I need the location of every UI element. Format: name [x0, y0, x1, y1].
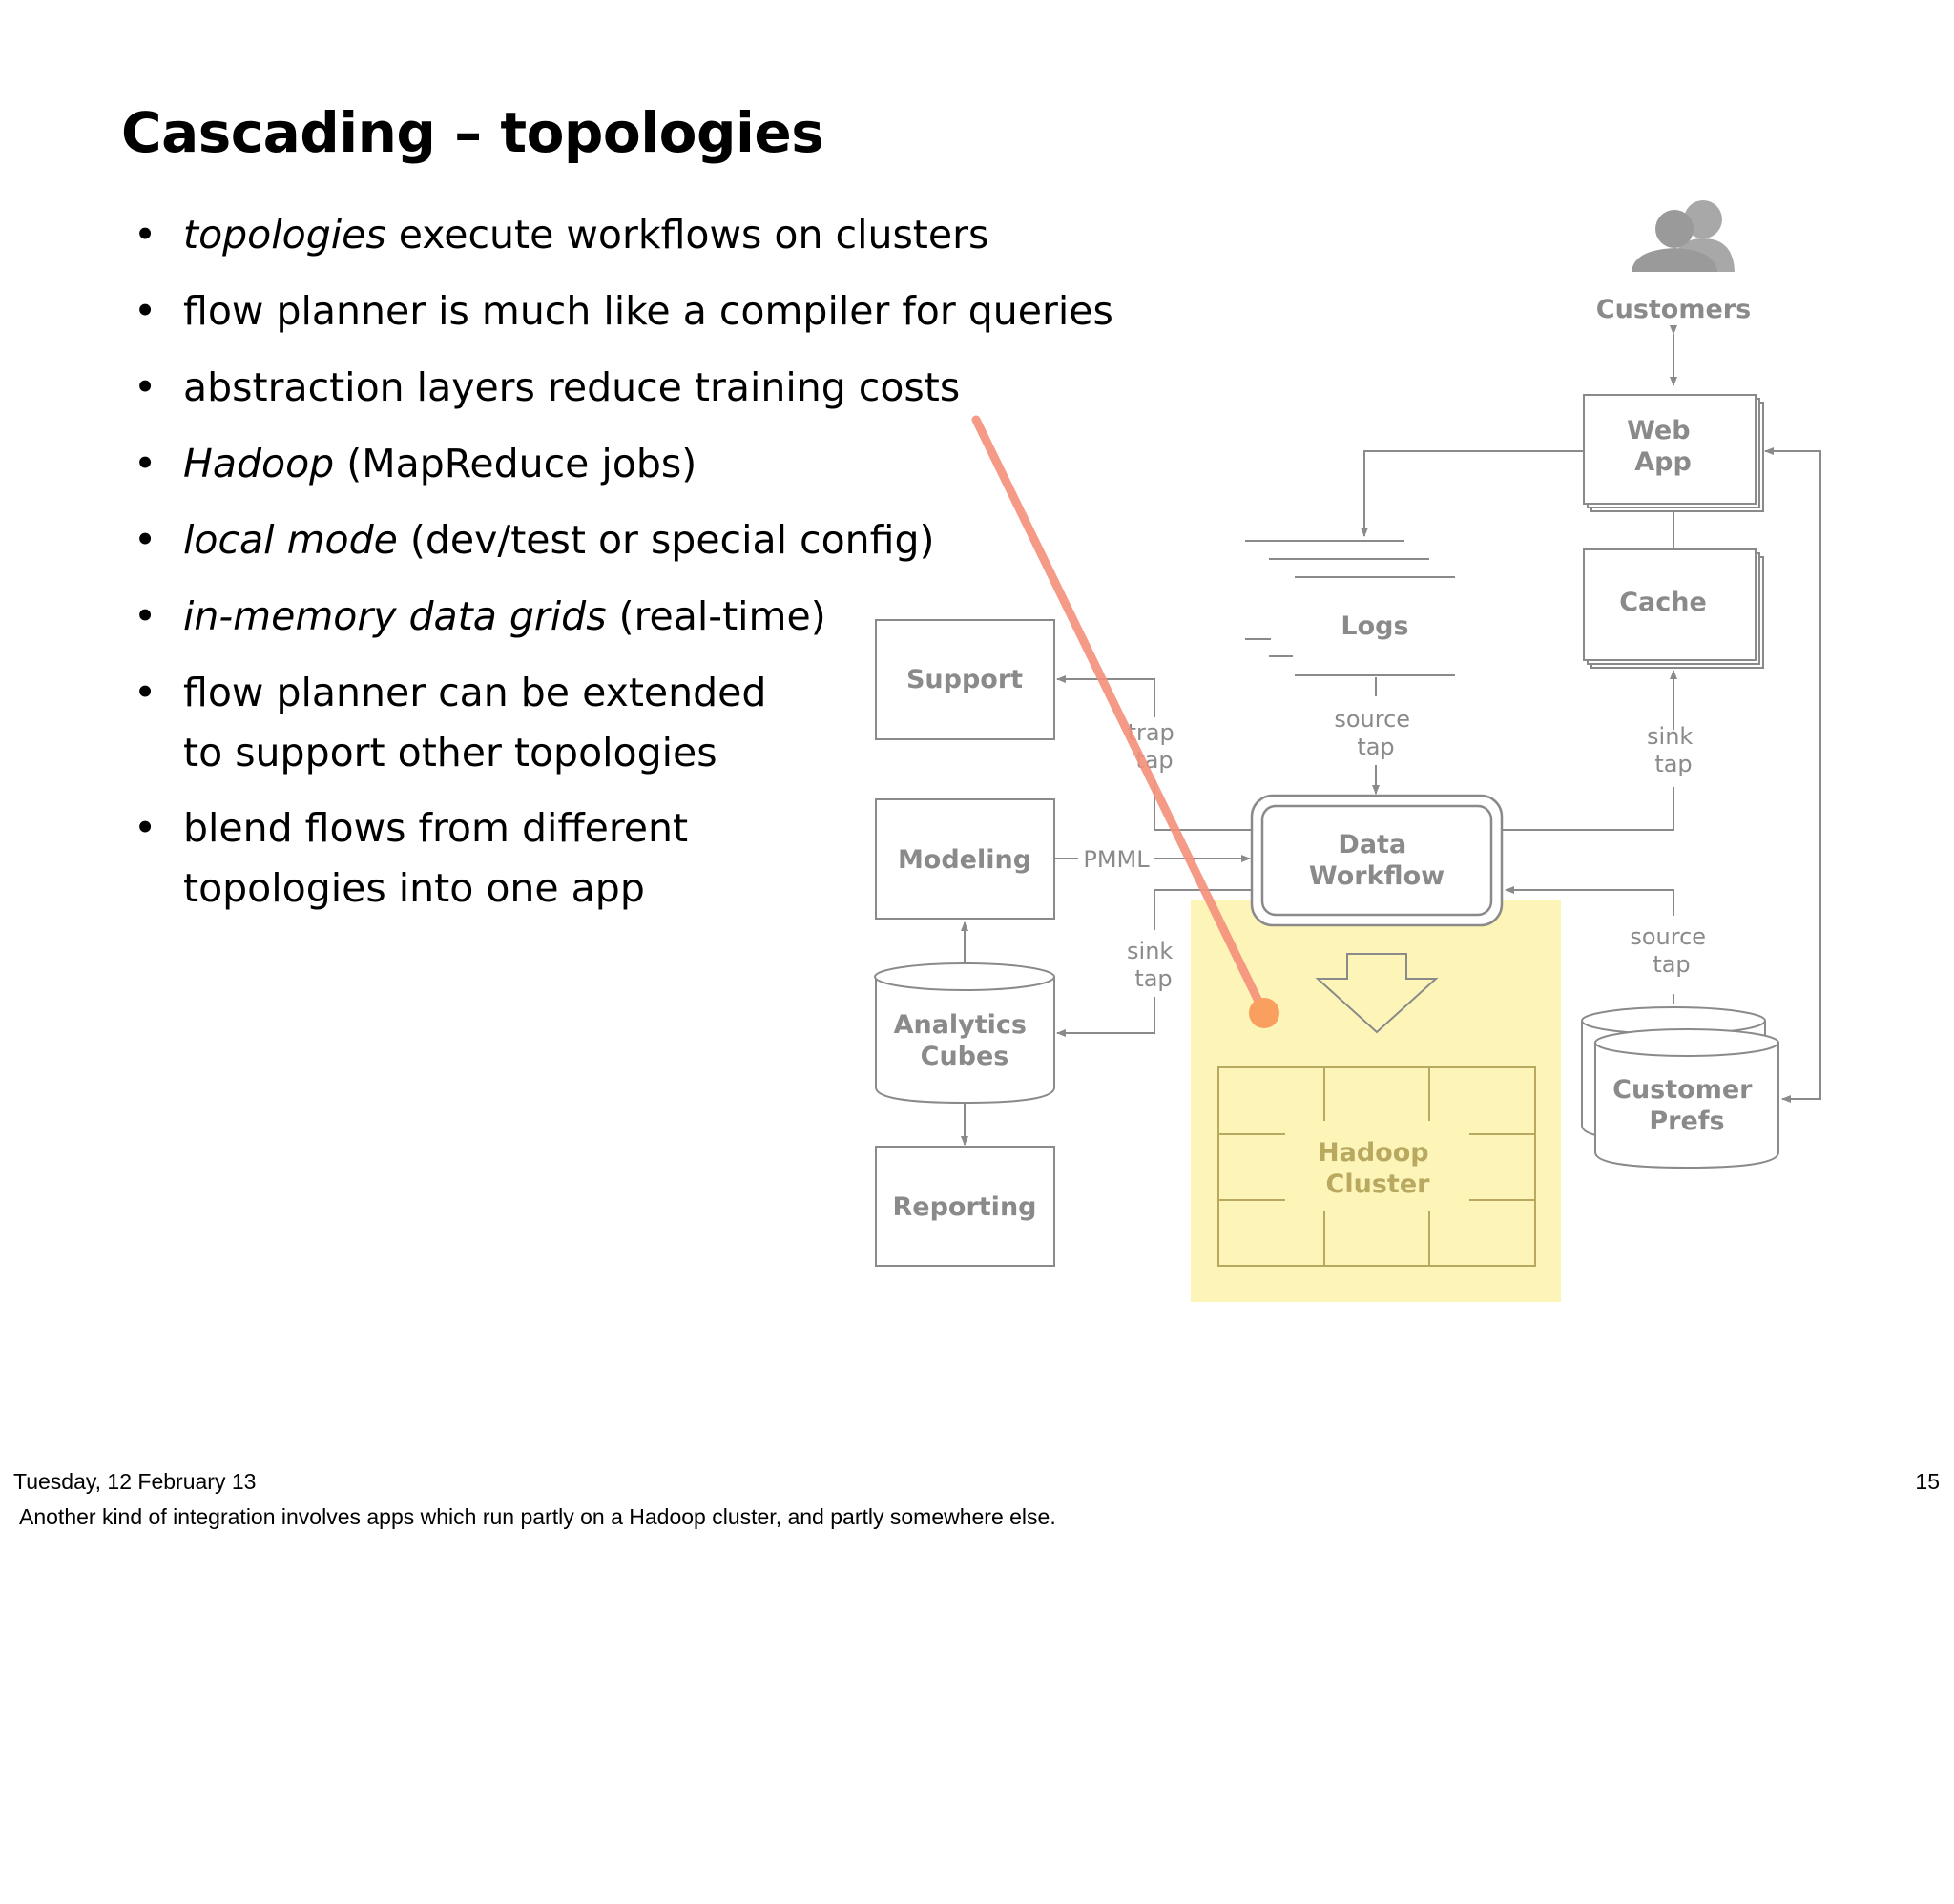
bullet-text: abstraction layers reduce training costs: [183, 364, 961, 410]
logs-store: [1245, 540, 1455, 676]
bullet-emphasis: Hadoop: [183, 441, 335, 486]
modeling-box: [875, 798, 1055, 920]
bullet-emphasis: in-memory data grids: [183, 593, 607, 639]
bullet-text: execute workflows on clusters: [385, 212, 989, 258]
bullet-text: (MapReduce jobs): [334, 441, 697, 486]
modeling-label: Modeling: [898, 845, 1031, 875]
source-tap-logs-label: source tap: [1334, 706, 1417, 760]
bullet-text: flow planner is much like a compiler for…: [183, 288, 1113, 334]
customer-prefs-line-2: Prefs: [1649, 1107, 1724, 1136]
source-tap-prefs-label: source tap: [1630, 923, 1713, 978]
cache-label: Cache: [1619, 588, 1707, 617]
bullet-text: to support other topologies: [183, 730, 717, 776]
support-box: [875, 619, 1055, 740]
page-number: 15: [1915, 1469, 1940, 1494]
reporting-box: [875, 1146, 1055, 1267]
web-app-box: [1583, 394, 1764, 512]
footer-date: Tuesday, 12 February 13: [13, 1469, 257, 1494]
bullet-text: (dev/test or special config): [397, 517, 935, 563]
web-app-line-2: App: [1634, 447, 1692, 477]
laser-pointer-trail: [971, 415, 1269, 1018]
sink-tap-cache-label: sink tap: [1647, 723, 1700, 777]
analytics-cubes-line-2: Cubes: [921, 1042, 1009, 1071]
customer-prefs-store: [1581, 1006, 1779, 1169]
slide-title: Cascading – topologies: [121, 100, 824, 165]
bullet-emphasis: topologies: [183, 212, 386, 258]
customer-prefs-line-1: Customer: [1612, 1075, 1753, 1105]
customer-prefs-label: Customer Prefs: [1612, 1075, 1761, 1136]
data-workflow-line-2: Workflow: [1309, 861, 1445, 891]
hadoop-cluster-line-1: Hadoop: [1318, 1138, 1429, 1168]
hadoop-highlight: [1191, 900, 1561, 1302]
analytics-cubes-label: Analytics Cubes: [894, 1010, 1036, 1071]
customers-label: Customers: [1596, 295, 1751, 324]
bullet-text: topologies into one app: [183, 865, 645, 911]
customers-icon: [1632, 200, 1735, 272]
analytics-cubes-store: [874, 962, 1055, 1105]
bullet-text: blend flows from different: [183, 805, 689, 851]
down-arrow-icon: [1315, 953, 1439, 1034]
laser-pointer-dot: [1249, 998, 1279, 1028]
reporting-label: Reporting: [892, 1192, 1036, 1222]
hadoop-cluster-line-2: Cluster: [1326, 1169, 1431, 1199]
sink-tap-analytics-label: sink tap: [1127, 938, 1180, 992]
support-label: Support: [906, 665, 1023, 694]
bullet-text: flow planner can be extended: [183, 670, 767, 715]
data-workflow-line-1: Data: [1338, 830, 1406, 859]
data-workflow-label: Data Workflow: [1309, 830, 1445, 891]
cache-box: [1583, 548, 1764, 669]
pmml-label: PMML: [1083, 846, 1150, 873]
bullet-text: (real-time): [606, 593, 826, 639]
bullet-emphasis: local mode: [183, 517, 398, 563]
speaker-note: Another kind of integration involves app…: [19, 1504, 1056, 1529]
analytics-cubes-line-1: Analytics: [894, 1010, 1027, 1040]
hadoop-cluster-label: Hadoop Cluster: [1318, 1138, 1438, 1199]
web-app-line-1: Web: [1627, 416, 1690, 445]
topology-diagram: Customers Web App Cache Logs source tap: [874, 200, 1821, 1302]
hadoop-cluster-grid: [1217, 1066, 1536, 1267]
logs-label: Logs: [1341, 611, 1408, 641]
web-app-label: Web App: [1627, 416, 1699, 477]
data-workflow-box: [1250, 794, 1504, 927]
